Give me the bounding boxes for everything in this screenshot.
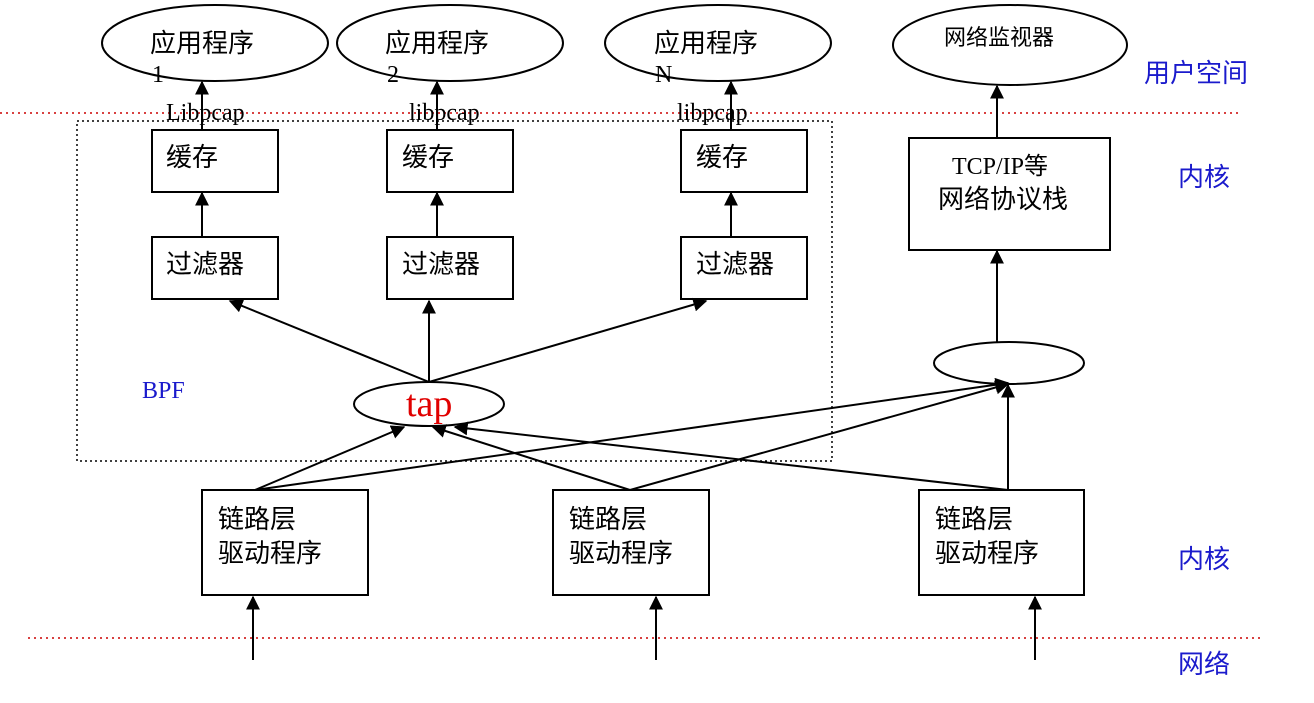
application-n-node bbox=[604, 4, 832, 82]
filter-1-box bbox=[151, 236, 279, 300]
buffer-2-label: 缓存 bbox=[402, 143, 454, 173]
network-monitor-node bbox=[892, 4, 1128, 86]
driver-2-line1: 链路层 bbox=[569, 505, 647, 535]
filter-2-label: 过滤器 bbox=[402, 250, 480, 280]
application-2-index: 2 bbox=[387, 62, 399, 88]
buffer-n-box bbox=[680, 129, 808, 193]
buffer-n-label: 缓存 bbox=[696, 143, 748, 173]
stack-input-node bbox=[933, 341, 1085, 385]
layer-label-kernel-top: 内核 bbox=[1178, 163, 1230, 193]
filter-2-box bbox=[386, 236, 514, 300]
application-2-name: 应用程序 bbox=[385, 29, 489, 59]
application-1-name: 应用程序 bbox=[150, 29, 254, 59]
driver-2-line2: 驱动程序 bbox=[569, 539, 673, 569]
layer-label-user-space: 用户空间 bbox=[1144, 59, 1248, 89]
libpcap-n-label: libpcap bbox=[677, 100, 748, 126]
driver-1-line1: 链路层 bbox=[218, 505, 296, 535]
arrow-driver1-to-tap bbox=[254, 425, 406, 491]
tcpip-stack-box bbox=[908, 137, 1111, 251]
application-n-name: 应用程序 bbox=[654, 29, 758, 59]
libpcap-2-label: libpcap bbox=[409, 100, 480, 126]
filter-1-label: 过滤器 bbox=[166, 250, 244, 280]
driver-1-box bbox=[201, 489, 369, 596]
tap-label: tap bbox=[406, 383, 452, 425]
tcpip-stack-line1: TCP/IP等 bbox=[952, 153, 1048, 180]
arrow-tap-to-filtern bbox=[428, 297, 708, 383]
libpcap-1-label: Libpcap bbox=[166, 100, 245, 126]
arrow-driver2-to-tap bbox=[431, 424, 631, 491]
driver-3-line1: 链路层 bbox=[935, 505, 1013, 535]
bpf-label: BPF bbox=[142, 378, 185, 404]
filter-n-box bbox=[680, 236, 808, 300]
application-n-index: N bbox=[655, 62, 672, 88]
layer-label-kernel-bottom: 内核 bbox=[1178, 545, 1230, 575]
driver-3-box bbox=[918, 489, 1085, 596]
application-1-node bbox=[101, 4, 329, 82]
buffer-1-box bbox=[151, 129, 279, 193]
application-1-index: 1 bbox=[152, 62, 164, 88]
driver-3-line2: 驱动程序 bbox=[935, 539, 1039, 569]
arrow-driver1-to-stackinput bbox=[254, 377, 1010, 491]
layer-label-network: 网络 bbox=[1178, 650, 1230, 680]
driver-2-box bbox=[552, 489, 710, 596]
tcpip-stack-line2: 网络协议栈 bbox=[938, 185, 1068, 215]
driver-1-line2: 驱动程序 bbox=[218, 539, 322, 569]
bpf-region bbox=[76, 120, 833, 462]
network-monitor-label: 网络监视器 bbox=[944, 26, 1054, 51]
arrow-driver2-to-stackinput bbox=[629, 380, 1010, 491]
arrow-tap-to-filter1 bbox=[228, 299, 430, 383]
filter-n-label: 过滤器 bbox=[696, 250, 774, 280]
buffer-2-box bbox=[386, 129, 514, 193]
application-2-node bbox=[336, 4, 564, 82]
arrow-driver3-to-tap bbox=[453, 421, 1009, 491]
buffer-1-label: 缓存 bbox=[166, 143, 218, 173]
